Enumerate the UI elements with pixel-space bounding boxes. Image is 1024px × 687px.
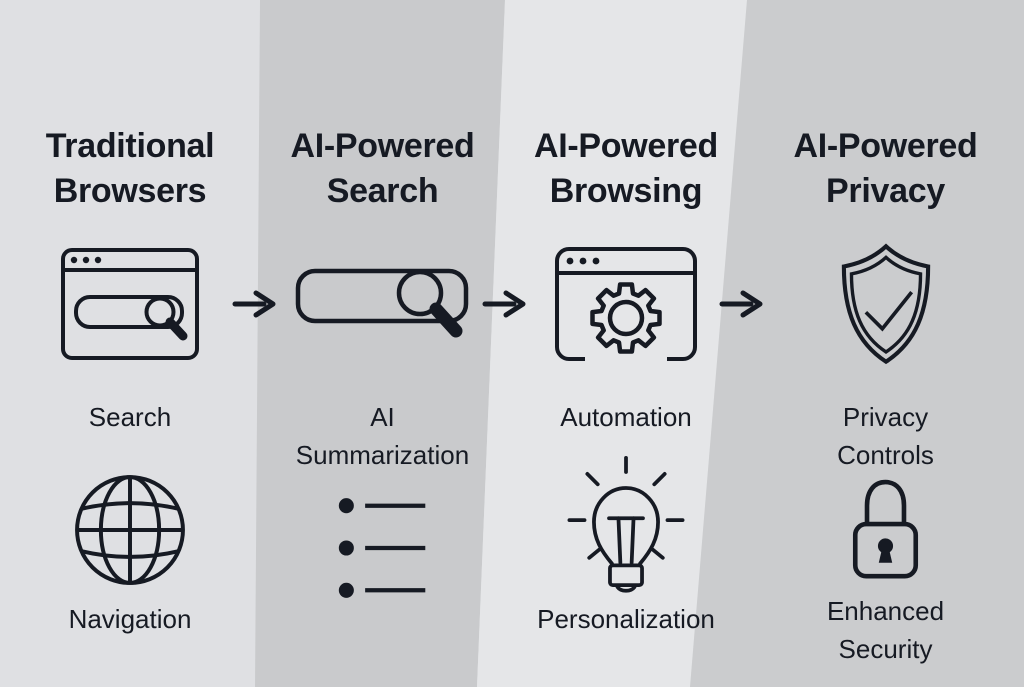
title-line: Traditional — [45, 127, 215, 165]
feature-label: Enhanced Security — [826, 596, 945, 664]
browser-gear-icon — [505, 236, 747, 372]
shield-check-icon — [747, 236, 1024, 372]
column-ai-powered-privacy: AI-Powered Privacy Privacy Controls — [747, 0, 1024, 687]
title-line: AI-Powered — [793, 127, 978, 165]
feature-label: Automation — [560, 402, 692, 432]
arrow-right-icon — [231, 286, 279, 327]
column-ai-powered-search: AI-Powered Search AI Summarization — [260, 0, 505, 687]
lightbulb-icon — [505, 455, 747, 600]
feature-label: Search — [88, 402, 172, 432]
arrow-right-icon — [718, 286, 766, 327]
title-line: AI-Powered — [290, 127, 475, 165]
feature-label: Navigation — [68, 604, 192, 634]
column-ai-powered-browsing: AI-Powered Browsing Automation — [505, 0, 747, 687]
title-line: Browsing — [549, 172, 703, 210]
feature-label: Privacy Controls — [837, 402, 934, 470]
padlock-icon — [747, 460, 1024, 600]
search-bar-icon — [260, 236, 505, 372]
title-line: Search — [326, 172, 439, 210]
browser-search-icon — [0, 236, 260, 372]
column-traditional-browsers: Traditional Browsers Search — [0, 0, 260, 687]
feature-label: AI Summarization — [295, 402, 470, 470]
feature-label: Personalization — [537, 604, 715, 634]
title-line: Privacy — [826, 172, 945, 210]
column-title: AI-Powered Privacy — [747, 124, 1024, 214]
bullet-list-icon — [260, 478, 505, 618]
column-title: AI-Powered Browsing — [505, 124, 747, 214]
column-title: AI-Powered Search — [260, 124, 505, 214]
title-line: AI-Powered — [533, 127, 719, 165]
globe-icon — [0, 460, 260, 600]
column-title: Traditional Browsers — [0, 124, 260, 214]
title-line: Browsers — [53, 172, 207, 210]
arrow-right-icon — [481, 286, 529, 327]
